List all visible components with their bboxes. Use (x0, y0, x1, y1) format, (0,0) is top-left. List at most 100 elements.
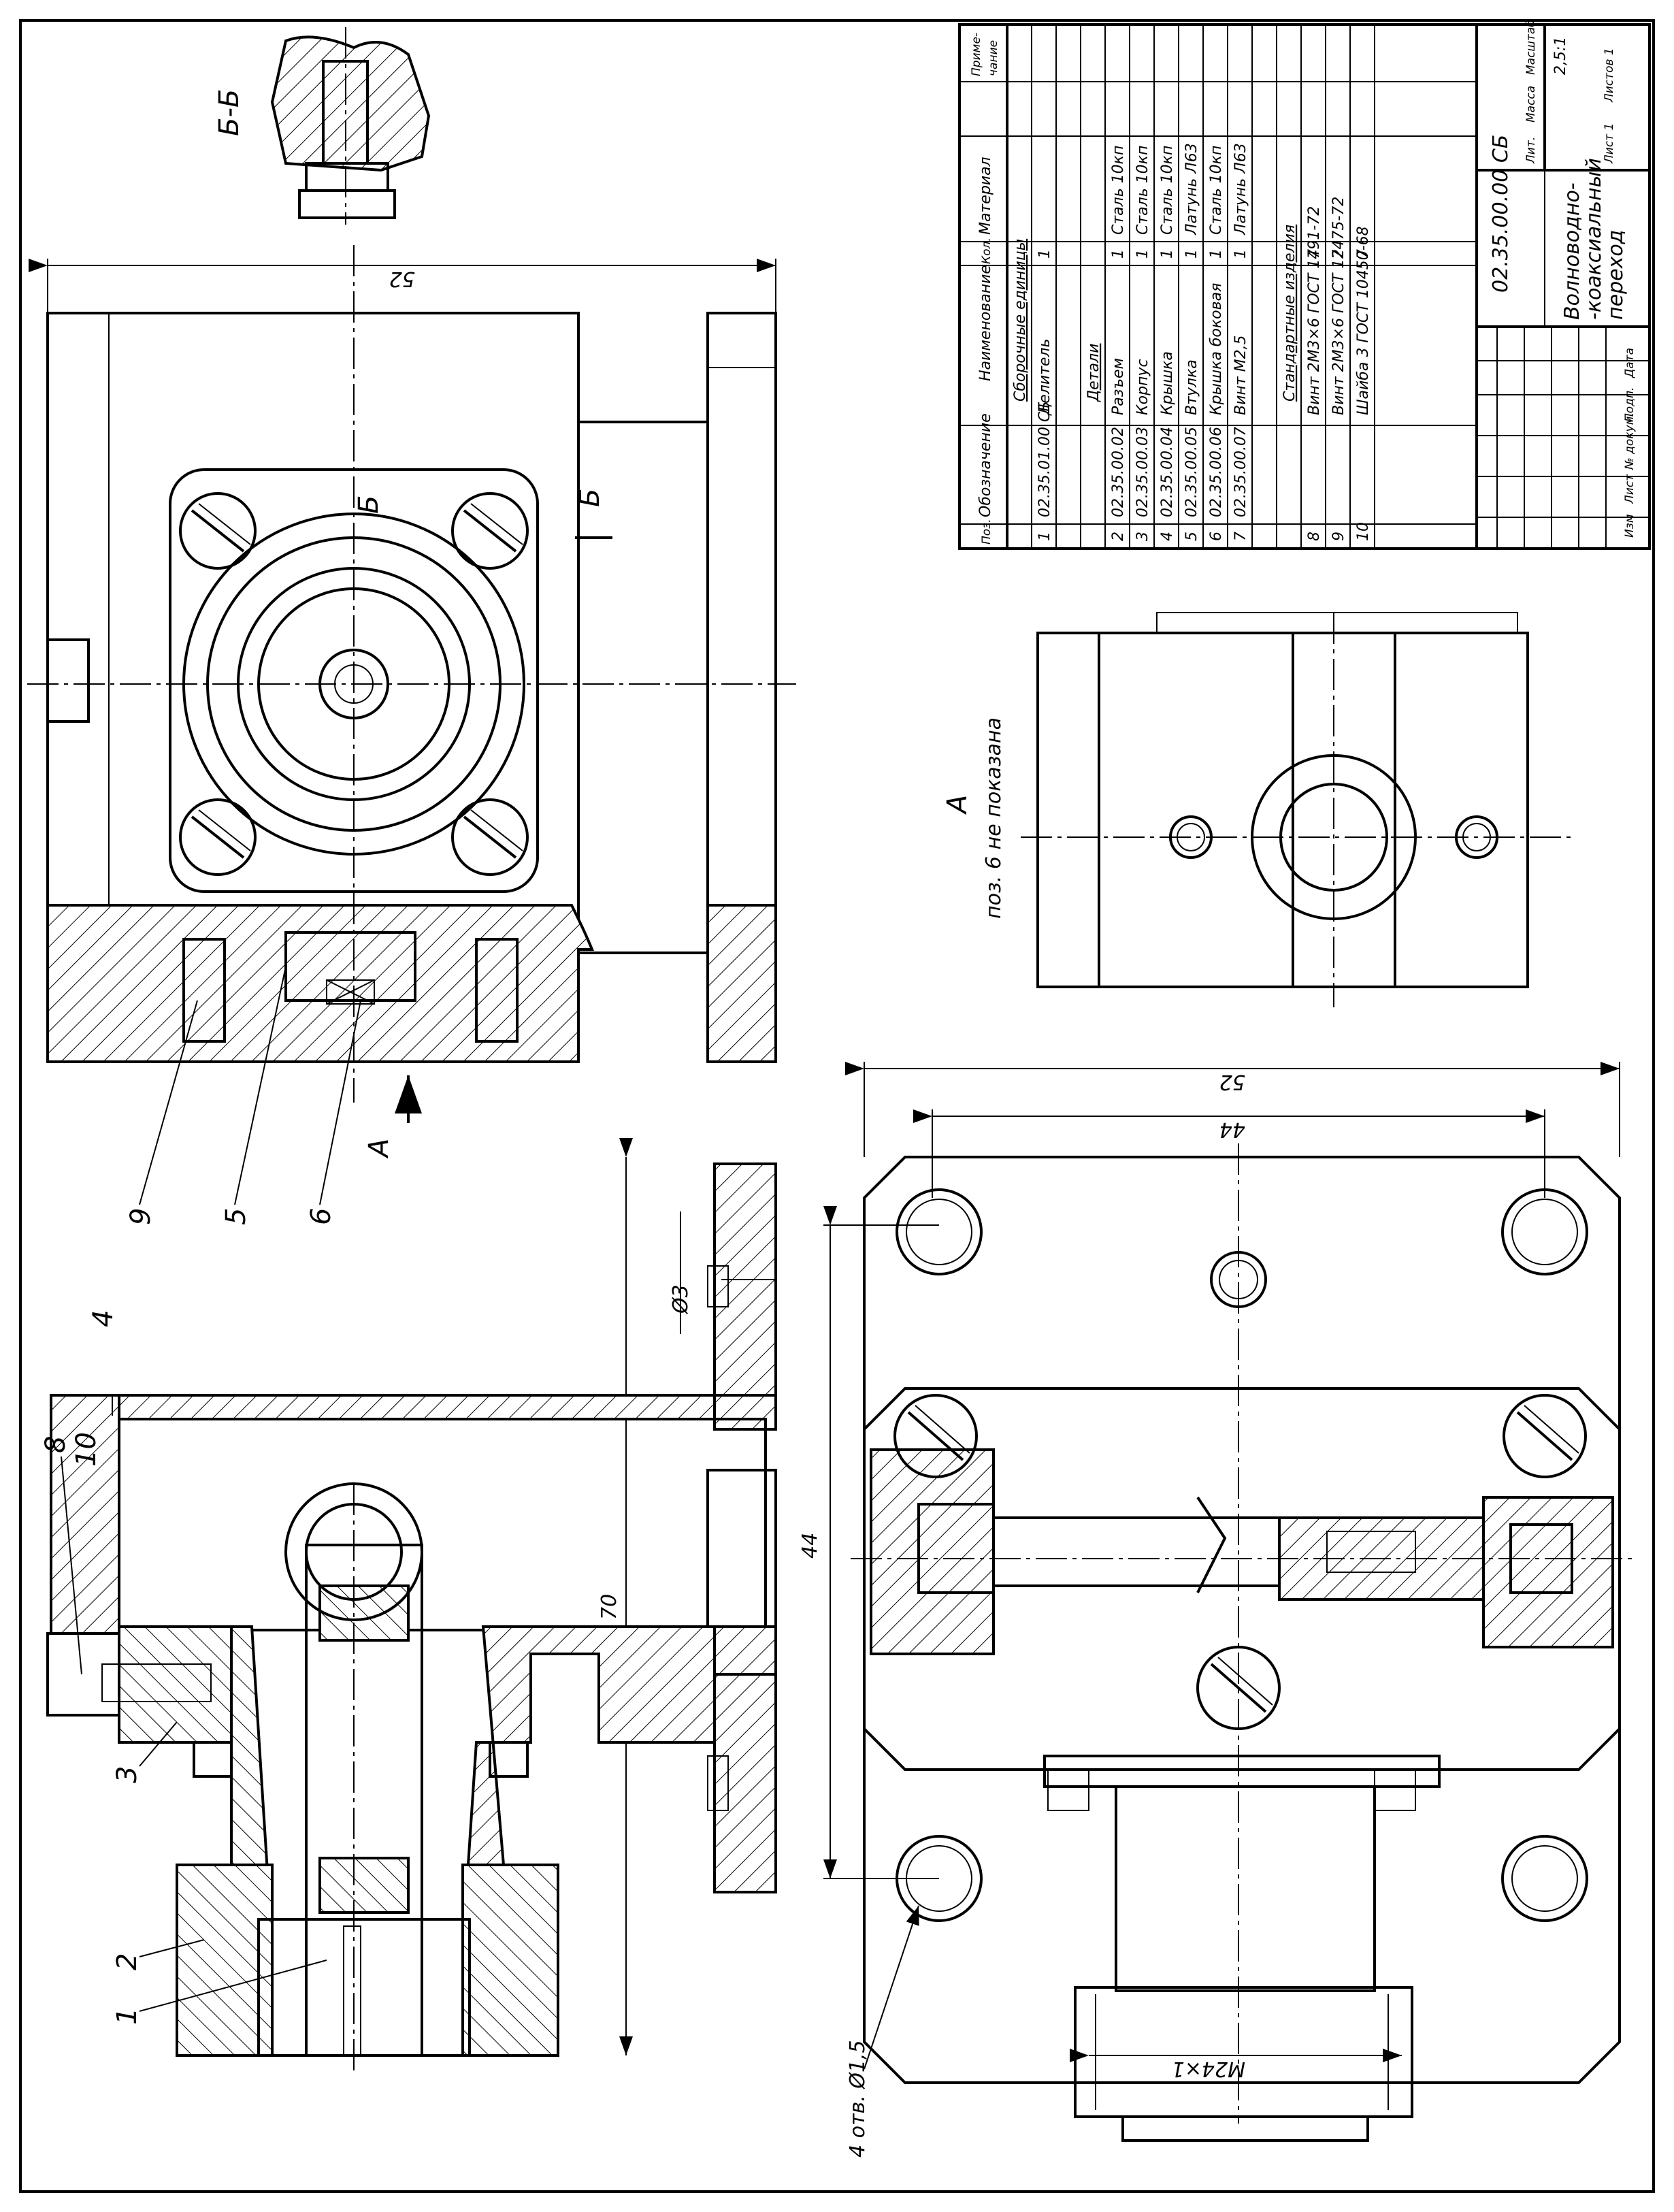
drawing-frame (19, 19, 1655, 2193)
spec-row-name: Крышка (1159, 351, 1176, 415)
title-block-rev-col: Дата (1623, 348, 1637, 378)
dim-thread: M24×1 (1172, 2057, 1245, 2081)
spec-row-qty: 1 (1159, 249, 1176, 259)
holes-note: 4 отв. Ø1,5 (846, 2040, 870, 2158)
leader-4: 4 (88, 1310, 119, 1327)
top-view: 52 Б Б А (27, 245, 796, 1159)
leader-6: 6 (306, 1208, 337, 1225)
leader-8: 8 (40, 1436, 71, 1453)
spec-row-pos: 1 (1036, 532, 1053, 541)
view-arrow-a: А (363, 1139, 395, 1159)
spec-row-qty: 1 (1183, 249, 1200, 259)
spec-row-name: Сборочные единицы (1012, 239, 1029, 402)
title-block-scale-label: Масштаб (1524, 20, 1538, 75)
spec-row-qty: 7 (1355, 249, 1372, 259)
spec-row-pos: 6 (1208, 532, 1225, 541)
mounting-hole-icon (1501, 1835, 1588, 1922)
corner-screw-icon (179, 798, 257, 876)
spec-row-designation: 02.35.00.07 (1232, 427, 1249, 517)
spec-row-name: Винт 2М3×6 ГОСТ 17475-72 (1330, 197, 1347, 415)
section-bb-view: Б-Б (214, 27, 431, 225)
section-mark-b-center: Б (353, 495, 384, 514)
dim-vertical-44: 44 (798, 1533, 822, 1559)
leader-lines (61, 966, 361, 2012)
section-bb-label: Б-Б (214, 89, 245, 136)
spec-row-designation: 02.35.00.03 (1134, 427, 1151, 517)
spec-row-qty: 1 (1232, 249, 1249, 259)
title-block-mass-label: Масса (1524, 86, 1538, 123)
spec-row-pos: 7 (1232, 532, 1249, 541)
spec-header-pos: Поз. (980, 519, 994, 544)
spec-row-name: Корпус (1134, 359, 1151, 415)
leader-10: 10 (71, 1432, 102, 1467)
spec-row-name: Разъем (1110, 358, 1127, 415)
spec-row-qty: 1 (1208, 249, 1225, 259)
spec-row-pos: 4 (1159, 532, 1176, 541)
view-a: А поз. 6 не показана (942, 612, 1572, 1007)
spec-row-material: Сталь 10кп (1110, 146, 1127, 235)
leader-2: 2 (112, 1953, 143, 1970)
title-block-name: -коаксиальный (1582, 158, 1606, 320)
title-block-scale: 2,5:1 (1552, 37, 1569, 75)
spec-row-designation: 02.35.00.06 (1208, 427, 1225, 517)
side-view: 52 44 44 (798, 1062, 1633, 2158)
spec-row-name: Винт М2,5 (1232, 335, 1249, 415)
leader-5: 5 (220, 1208, 252, 1225)
leader-3: 3 (112, 1766, 143, 1783)
spec-row-qty: 2 (1330, 249, 1347, 259)
spec-row-qty: 1 (1110, 249, 1127, 259)
spec-row-designation: 02.35.00.02 (1110, 427, 1127, 517)
spec-row-name: Втулка (1183, 359, 1200, 415)
leader-1: 1 (112, 2008, 143, 2025)
spec-row-qty: 7 (1306, 249, 1323, 259)
title-block-name: переход (1604, 230, 1628, 320)
spec-row-pos: 10 (1355, 522, 1372, 541)
spec-row-material: Латунь Л63 (1232, 143, 1249, 235)
mounting-hole-icon (896, 1188, 983, 1275)
spec-row-material: Сталь 10кп (1134, 146, 1151, 235)
spec-row-designation: 02.35.01.00 СБ (1036, 402, 1053, 517)
spec-header-note: Приме- (970, 33, 983, 76)
spec-row-pos: 5 (1183, 532, 1200, 541)
spec-header-designation: Обозначение (977, 413, 994, 517)
title-block-sheet: Лист 1 (1603, 123, 1616, 164)
spec-row-name: Шайба 3 ГОСТ 10450-68 (1355, 226, 1372, 415)
spec-header-material: Материал (977, 157, 994, 235)
title-block-rev-col: Подп. (1623, 387, 1637, 422)
spec-row-name: Делитель (1036, 339, 1053, 416)
view-a-note: поз. 6 не показана (982, 717, 1006, 919)
spec-row-pos: 2 (1110, 532, 1127, 541)
view-a-title: А (942, 795, 973, 815)
title-block-sheets: Листов 1 (1603, 48, 1616, 103)
corner-screw-icon (179, 492, 257, 570)
spec-row-qty: 1 (1134, 249, 1151, 259)
dim-bottom-width: 52 (1219, 1070, 1245, 1094)
spec-row-pos: 8 (1306, 532, 1323, 541)
spec-row-pos: 3 (1134, 532, 1151, 541)
title-block-rev-col: № докум. (1623, 412, 1637, 470)
spec-row-name: Детали (1085, 344, 1102, 402)
dim-height-70: 70 (597, 1594, 621, 1620)
dim-bottom-inner: 44 (1219, 1118, 1245, 1141)
title-block-lit-label: Лит. (1524, 137, 1538, 164)
mounting-hole-icon (1501, 1188, 1588, 1275)
screw-head-icon (1503, 1394, 1587, 1478)
title-block-name: Волноводно- (1560, 182, 1584, 320)
spec-row-designation: 02.35.00.05 (1183, 427, 1200, 517)
main-section-view: 70 Ø3 (46, 1138, 777, 2076)
title-block-rev-col: Лист (1623, 474, 1637, 504)
spec-row-designation: 02.35.00.04 (1159, 427, 1176, 517)
spec-header-name: Наименование (977, 265, 994, 381)
screw-head-icon (893, 1394, 978, 1478)
corner-screw-icon (451, 492, 529, 570)
spec-row-material: Сталь 10кп (1159, 146, 1176, 235)
mounting-hole-icon (896, 1835, 983, 1922)
spec-header-note-2: чание (987, 40, 1000, 76)
leader-9: 9 (125, 1208, 157, 1225)
spec-row-material: Сталь 10кп (1208, 146, 1225, 235)
title-block-code: 02.35.00.00 СБ (1489, 135, 1513, 293)
spec-row-name: Винт 2М3×6 ГОСТ 1491-72 (1306, 206, 1323, 415)
spec-row-name: Стандартные изделия (1281, 225, 1298, 402)
spec-header-qty: Кол. (980, 238, 994, 264)
